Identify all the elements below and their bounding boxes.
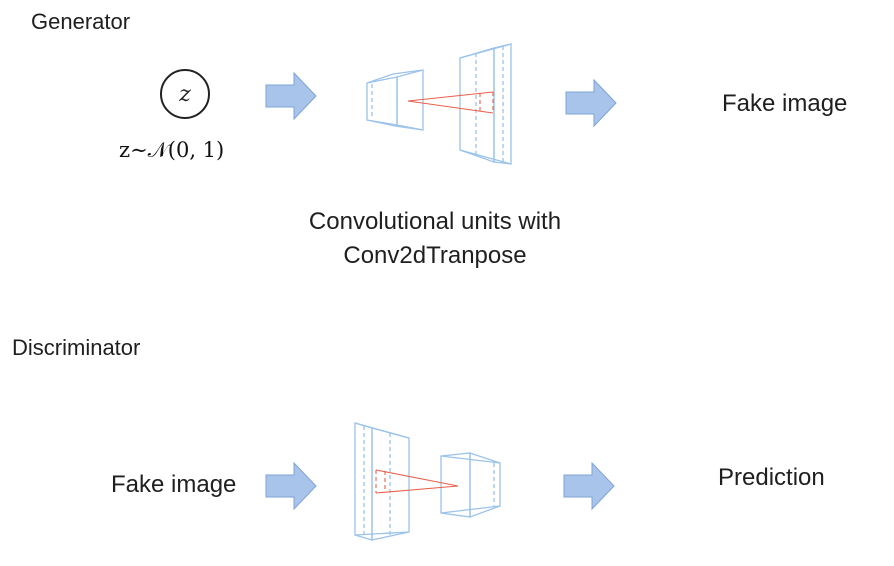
generator-title: Generator: [31, 9, 131, 34]
discriminator-title: Discriminator: [12, 335, 141, 360]
conv-layer-icon: [440, 452, 501, 518]
conv-layer-icon: [366, 69, 424, 131]
latent-z-symbol: z: [179, 81, 191, 107]
right-arrow-icon: [565, 78, 617, 128]
kernel-projection: [407, 91, 494, 114]
conv-layer-icon: [459, 43, 512, 165]
conv-layer-icon: [354, 422, 410, 541]
latent-distribution: z∼𝒩(0, 1): [119, 138, 225, 162]
generator-output-label: Fake image: [722, 90, 848, 117]
generator-caption-line2: Conv2dTranpose: [343, 242, 527, 269]
generator-caption-line1: Convolutional units with: [308, 208, 562, 235]
generator-caption: Convolutional units with Conv2dTranpose: [285, 205, 585, 273]
discriminator-input-label: Fake image: [111, 471, 237, 498]
right-arrow-icon: [563, 461, 615, 511]
latent-z-node: z: [160, 69, 210, 119]
discriminator-output-label: Prediction: [718, 464, 825, 491]
right-arrow-icon: [265, 71, 317, 121]
kernel-projection: [375, 469, 459, 494]
right-arrow-icon: [265, 461, 317, 511]
